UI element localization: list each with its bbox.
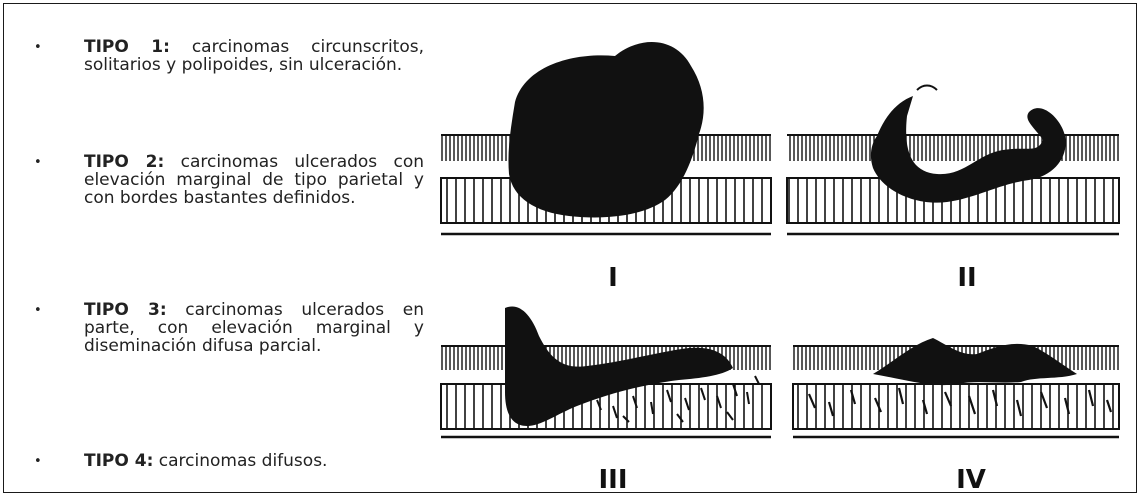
type-4-description: TIPO 4: carcinomas difusos. <box>84 452 424 470</box>
panel-numeral: III <box>598 465 627 495</box>
panel-type-2: II <box>787 86 1119 294</box>
type-2-description: TIPO 2: carcinomas ulcerados con elevaci… <box>84 153 424 207</box>
bullet-icon: • <box>34 452 48 472</box>
panel-type-4: IV <box>793 338 1119 495</box>
bullet-icon: • <box>34 153 48 173</box>
panel-type-3: III <box>441 306 771 495</box>
mucosa-layer <box>787 135 1119 161</box>
bullet-icon: • <box>34 301 48 321</box>
type-text: carcinomas difusos. <box>159 451 328 471</box>
carcinoma-types-figure: I II <box>437 4 1137 503</box>
panel-numeral: IV <box>956 465 986 495</box>
bullet-icon: • <box>34 38 48 58</box>
type-label: TIPO 2: <box>84 152 164 172</box>
panel-numeral: II <box>957 263 976 293</box>
muscular-wall-layer <box>793 384 1119 429</box>
type-label: TIPO 1: <box>84 37 170 57</box>
type-label: TIPO 3: <box>84 300 167 320</box>
slide-frame: • TIPO 1: carcinomas circunscritos, soli… <box>3 3 1137 493</box>
type-1-description: TIPO 1: carcinomas circunscritos, solita… <box>84 38 424 74</box>
type-label: TIPO 4: <box>84 451 153 471</box>
type-3-description: TIPO 3: carcinomas ulcerados en parte, c… <box>84 301 424 355</box>
panel-type-1: I <box>441 42 771 293</box>
panel-numeral: I <box>608 263 618 293</box>
